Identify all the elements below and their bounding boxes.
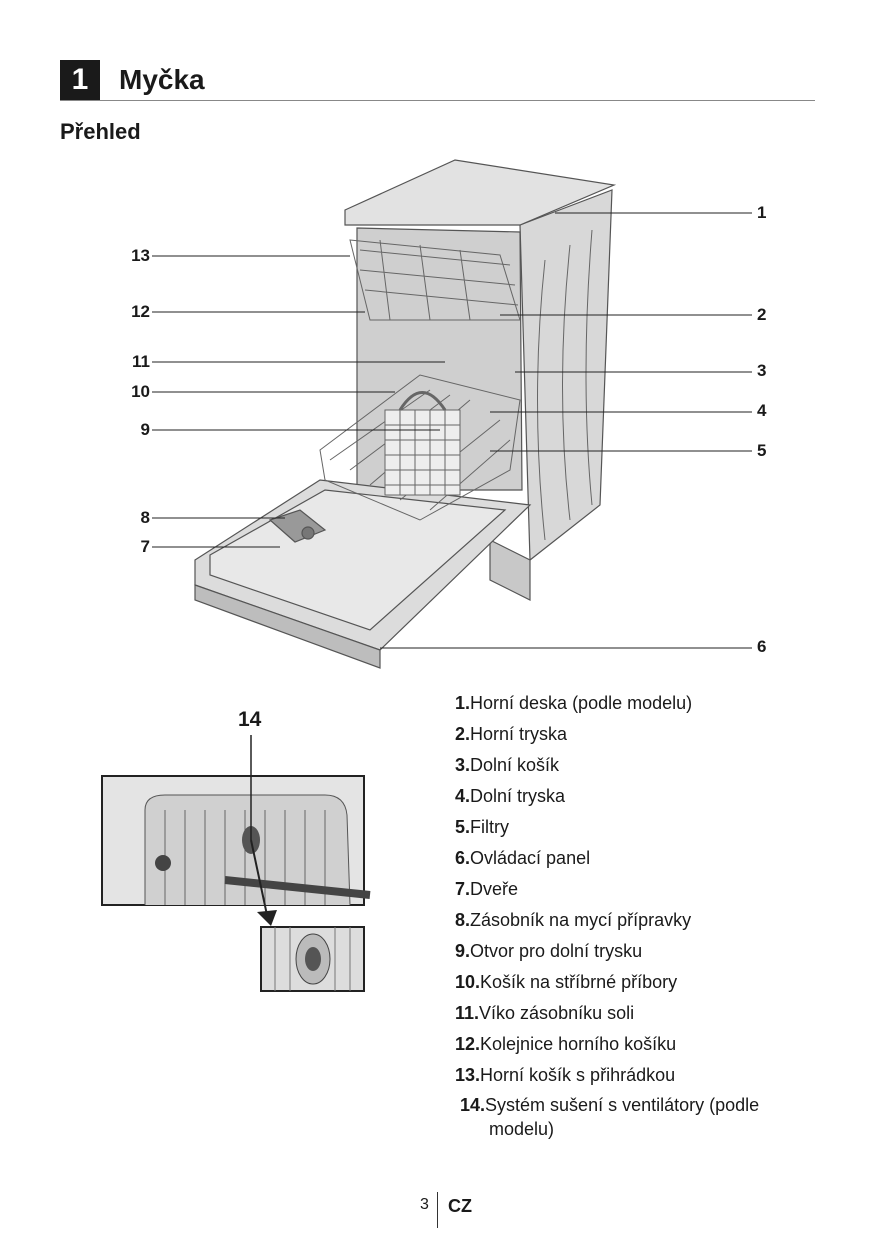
legend-item: 6.Ovládací panel [455,848,591,868]
language-code: CZ [448,1196,472,1216]
chapter-number: 1 [60,60,100,100]
legend-item: 12.Kolejnice horního košíku [455,1034,677,1054]
callout-13: 13 [131,246,150,265]
dishwasher-illustration [152,159,752,669]
chapter-title: Myčka [119,64,205,95]
footer-divider [437,1192,438,1228]
callout-12: 12 [131,302,150,321]
legend-item: 4.Dolní tryska [455,786,566,806]
title-rule [60,100,815,101]
legend-item: 7.Dveře [455,879,519,899]
legend-item: 10.Košík na stříbrné příbory [455,972,678,992]
callout-10: 10 [131,382,150,401]
callout-8: 8 [140,508,150,527]
legend-item: 13.Horní košík s přihrádkou [455,1065,676,1085]
legend-item: 3.Dolní košík [455,755,560,775]
callout-1: 1 [757,203,767,222]
legend-item: 11.Víko zásobníku soli [455,1003,635,1023]
callout-7: 7 [140,537,150,556]
page-number: 3 [420,1196,429,1213]
callout-11: 11 [132,352,150,371]
callout-6: 6 [757,637,767,656]
legend-item: 2.Horní tryska [455,724,568,744]
callout-4: 4 [757,401,767,420]
parts-legend: 1.Horní deska (podle modelu) 2.Horní try… [455,690,819,1141]
section-title: Přehled [60,119,141,144]
legend-item: 8.Zásobník na mycí přípravky [455,910,692,930]
callout-3: 3 [757,361,767,380]
legend-item: 14.Systém sušení s ventilátory (podle mo… [460,1095,760,1139]
drying-system-inset [101,735,371,992]
callout-5: 5 [757,441,767,460]
legend-item: 9.Otvor pro dolní trysku [455,941,643,961]
callout-14: 14 [238,708,262,731]
legend-item: 1.Horní deska (podle modelu) [455,693,693,713]
callout-9: 9 [140,420,150,439]
callout-2: 2 [757,305,767,324]
legend-item: 5.Filtry [455,817,510,837]
